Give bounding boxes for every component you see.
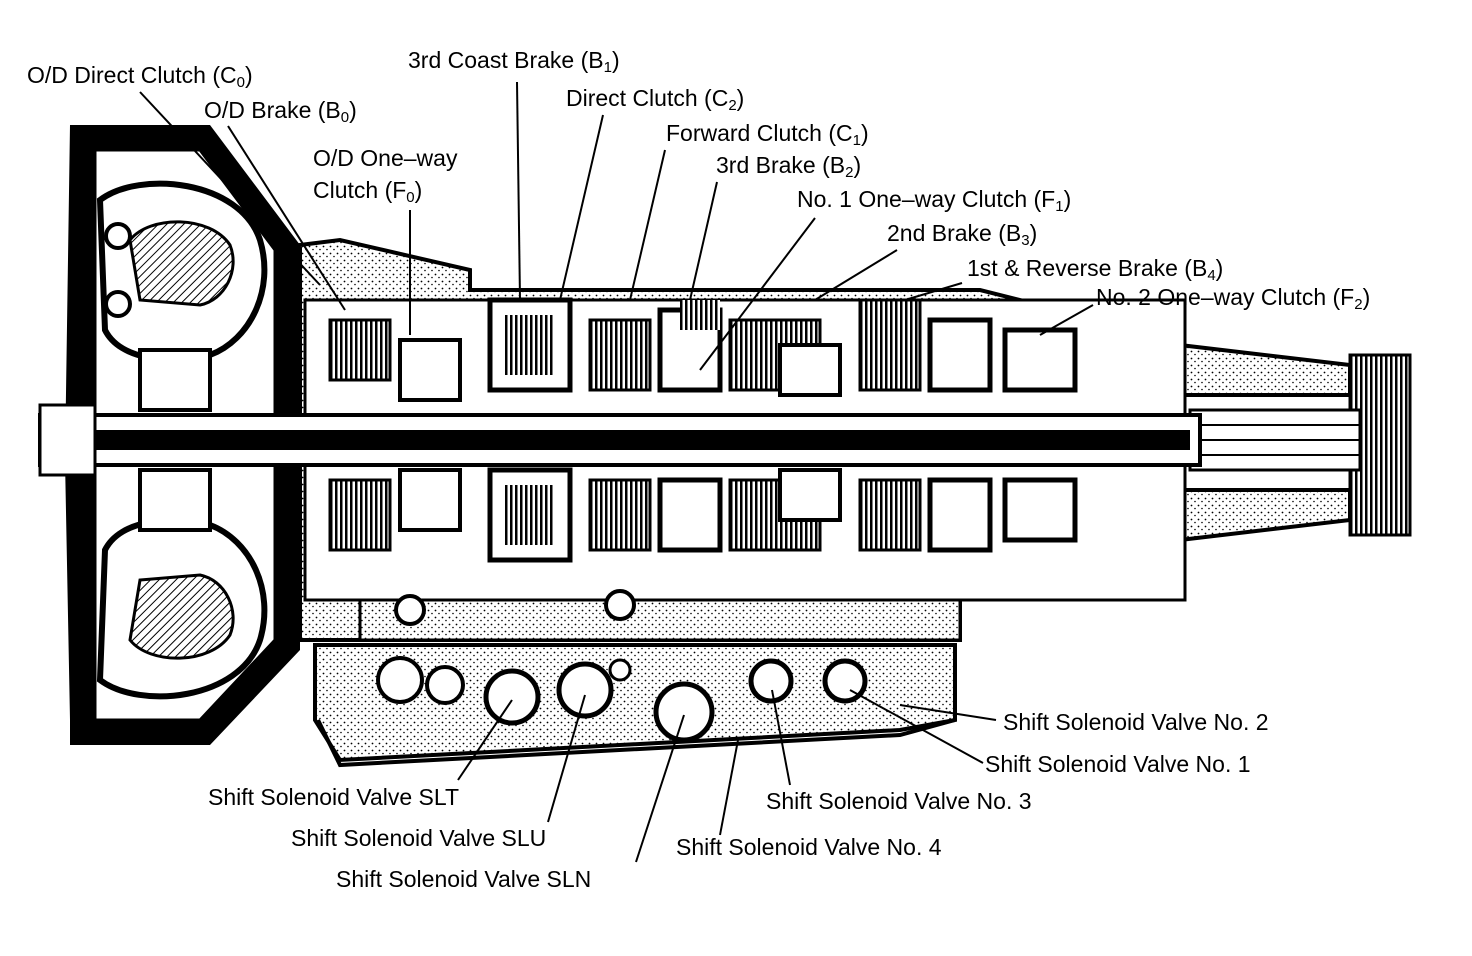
input-shaft [38,403,1202,477]
label-forward-clutch-c1: Forward Clutch (C1) [666,120,869,149]
label-shift-solenoid-no4: Shift Solenoid Valve No. 4 [676,834,942,860]
label-no2-one-way-clutch-f2: No. 2 One–way Clutch (F2) [1096,284,1371,313]
valve-body [313,589,962,768]
label-od-one-way-clutch-f0: Clutch (F0) [313,177,423,206]
label-3rd-coast-brake-b1: 3rd Coast Brake (B1) [408,47,620,76]
label-shift-solenoid-no3: Shift Solenoid Valve No. 3 [766,788,1032,814]
bell-housing [65,125,300,745]
label-od-direct-clutch-c0: O/D Direct Clutch (C0) [27,62,253,91]
label-shift-solenoid-slu: Shift Solenoid Valve SLU [291,825,547,851]
label-2nd-brake-b3: 2nd Brake (B3) [887,220,1038,249]
label-shift-solenoid-slt: Shift Solenoid Valve SLT [208,784,460,810]
label-no1-one-way-clutch-f1: No. 1 One–way Clutch (F1) [797,186,1072,215]
output-shaft [1188,353,1412,537]
label-direct-clutch-c2: Direct Clutch (C2) [566,85,745,114]
leader-lines [139,81,1094,863]
label-3rd-brake-b2: 3rd Brake (B2) [716,152,862,181]
label-od-brake-b0: O/D Brake (B0) [204,97,357,126]
label-shift-solenoid-no1: Shift Solenoid Valve No. 1 [985,751,1251,777]
label-shift-solenoid-no2: Shift Solenoid Valve No. 2 [1003,709,1269,735]
label-od-one-way-line1: O/D One–way [313,145,458,171]
label-1st-reverse-brake-b4: 1st & Reverse Brake (B4) [967,255,1224,284]
label-shift-solenoid-sln: Shift Solenoid Valve SLN [336,866,592,892]
